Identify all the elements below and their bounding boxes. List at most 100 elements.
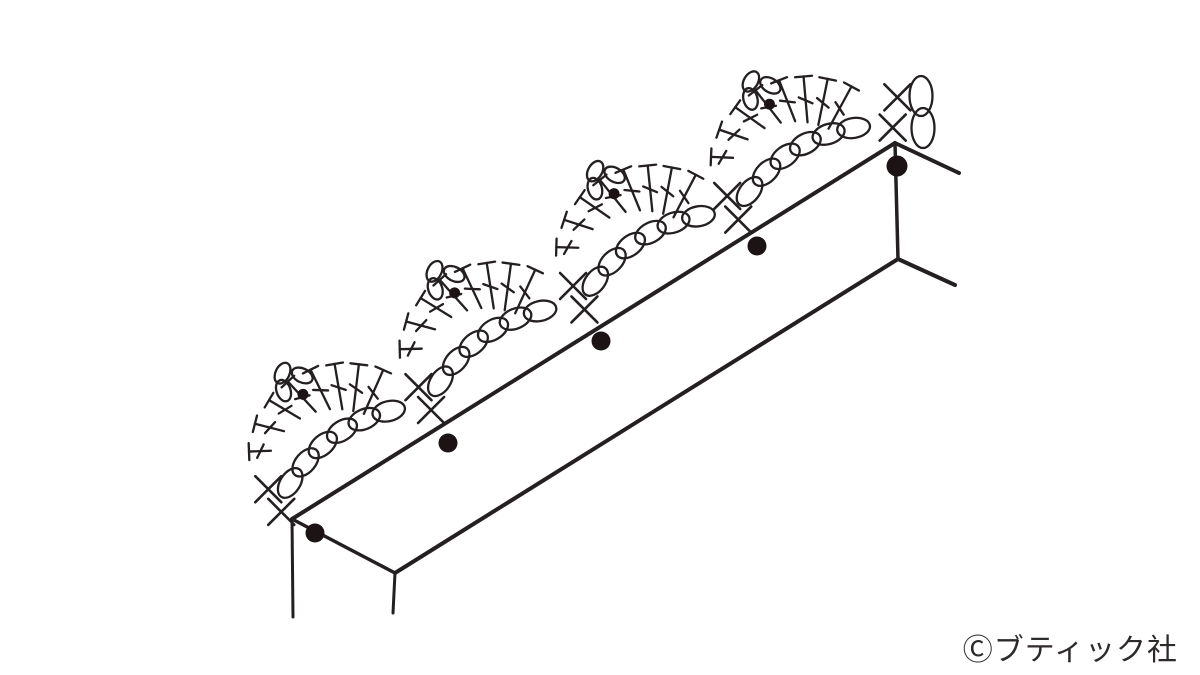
scallop-motif (554, 159, 716, 324)
dc-stem (301, 364, 332, 411)
chain-oval (811, 122, 846, 146)
chain-oval (498, 306, 533, 331)
sc-cross (878, 113, 907, 142)
picot-petal (759, 76, 782, 95)
turning-chain-oval (910, 106, 936, 150)
chain-oval (634, 219, 667, 246)
chain-oval (769, 142, 801, 171)
chain-oval (522, 299, 558, 323)
chain-oval (458, 329, 489, 359)
picot-dot (764, 98, 776, 110)
scallop-motif (247, 361, 407, 527)
chain-oval (476, 316, 510, 344)
picot-cluster (741, 70, 782, 111)
picot-dot (297, 388, 309, 400)
dc-stem (362, 365, 393, 416)
dc-stem (769, 75, 797, 123)
dc-stem (398, 339, 423, 359)
dc-stem (251, 414, 286, 435)
sc-cross (712, 181, 742, 211)
dc-stem (815, 76, 838, 127)
sc-cross (883, 83, 912, 112)
join-dot (886, 155, 908, 177)
picot-cluster (585, 159, 626, 201)
picot-petal (442, 264, 466, 284)
row-start-group (878, 83, 912, 142)
chain-oval (276, 466, 304, 499)
edging-layer (247, 70, 936, 527)
picot-petal (426, 276, 444, 301)
picot-petal (425, 259, 444, 283)
chain-oval (371, 399, 407, 423)
dc-stem (827, 81, 861, 130)
dc-stem (263, 391, 302, 420)
copyright-text: Ⓒブティック社 (962, 633, 1178, 668)
chain-oval (656, 210, 691, 235)
sc-cross (723, 205, 753, 234)
dc-stem (477, 260, 499, 310)
picot-petal (274, 378, 293, 403)
dc-stem (348, 362, 369, 413)
dc-stem (325, 361, 347, 411)
band-left-vertical-back (391, 571, 397, 615)
chain-oval (441, 345, 471, 377)
dc-stem (560, 210, 594, 231)
dc-stem (715, 120, 749, 141)
picot-cluster (273, 361, 314, 403)
chain-oval (836, 116, 872, 140)
picot-cluster (425, 259, 466, 301)
sc-cross (253, 474, 283, 504)
sc-cross (266, 497, 296, 527)
picot-petal (290, 366, 314, 385)
chain-oval (680, 204, 716, 228)
picot-dot (449, 287, 461, 299)
dc-stem (402, 312, 437, 333)
dc-stem (573, 188, 611, 219)
picot-petal (741, 70, 761, 93)
band-cutoff-bottom (896, 257, 957, 287)
join-dot (438, 433, 458, 453)
chain-oval (581, 265, 610, 297)
join-dot (591, 331, 611, 351)
chain-oval (788, 130, 822, 157)
picot-petal (741, 86, 759, 111)
chain-oval (614, 231, 647, 260)
turning-chain-oval (908, 74, 934, 118)
chain-oval (291, 447, 320, 478)
picot-petal (586, 176, 604, 201)
join-dot (747, 236, 767, 256)
band-top-edge (290, 141, 897, 521)
dc-stem (672, 169, 705, 219)
sc-cross (404, 372, 433, 402)
band-bottom-edge (393, 257, 900, 575)
chain-oval (751, 157, 782, 188)
picot-petal (585, 159, 605, 183)
chain-oval (597, 246, 627, 277)
band-layer (290, 141, 961, 619)
chain-oval (426, 365, 455, 398)
scallop-motif (398, 259, 558, 425)
scallop-motif (709, 70, 872, 234)
dc-stem (554, 237, 580, 257)
band-cutoff-top (893, 141, 961, 175)
dc-stem (500, 261, 521, 312)
sc-cross (570, 295, 599, 324)
sc-cross (558, 271, 588, 301)
dc-stem (514, 265, 545, 315)
chain-oval (307, 430, 339, 460)
dc-stem (729, 99, 766, 130)
dc-stem (793, 74, 814, 124)
dc-stem (453, 263, 483, 310)
dc-stem (414, 289, 453, 319)
dc-stem (709, 147, 735, 167)
dc-stem (638, 163, 659, 213)
dc-stem (247, 441, 273, 462)
sc-cross (416, 395, 446, 425)
picot-petal (273, 361, 292, 385)
chain-oval (347, 406, 382, 432)
band-left-edge (290, 517, 397, 575)
dc-stem (660, 164, 682, 215)
picot-dot (608, 188, 620, 200)
